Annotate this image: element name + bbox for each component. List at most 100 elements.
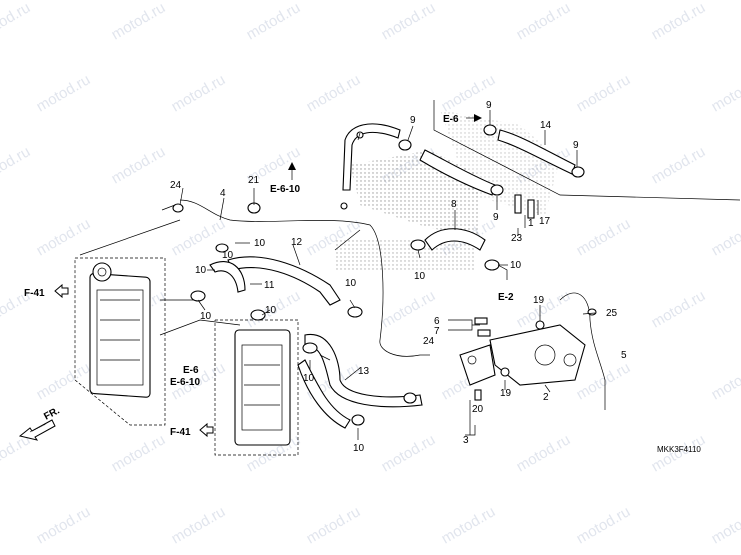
watermark-text: motod.ru <box>709 359 741 403</box>
diagram-code: MKK3F4110 <box>657 445 701 454</box>
clamps <box>172 124 597 426</box>
callout-9b: 9 <box>486 100 492 111</box>
callout-12: 12 <box>291 237 303 248</box>
shading-area-2 <box>440 110 560 215</box>
watermark-text: motod.ru <box>304 503 364 547</box>
watermark-text: motod.ru <box>34 215 94 259</box>
watermark-text: motod.ru <box>169 215 229 259</box>
callout-23: 23 <box>511 233 523 244</box>
watermark-text: motod.ru <box>709 503 741 547</box>
watermark-text: motod.ru <box>244 0 304 43</box>
callout-10f: 10 <box>345 278 357 289</box>
bracket-3 <box>459 344 496 386</box>
watermark-text: motod.ru <box>574 359 634 403</box>
hose-8 <box>424 228 486 251</box>
watermark-text: motod.ru <box>514 0 574 43</box>
callout-10h: 10 <box>414 271 426 282</box>
callout-11: 11 <box>264 280 275 291</box>
top-right-boundary-line <box>433 100 741 201</box>
watermark-text: motod.ru <box>304 71 364 115</box>
watermark-text: motod.ru <box>379 431 439 475</box>
callout-21: 21 <box>248 175 260 186</box>
watermark-text: motod.ru <box>709 71 741 115</box>
ref-f41-top[interactable]: F-41 <box>24 288 45 299</box>
callout-10j: 10 <box>222 250 234 261</box>
e2-leader <box>497 264 508 280</box>
leader-e6 <box>159 319 241 336</box>
watermark-text: motod.ru <box>34 503 94 547</box>
watermark-text: motod.ru <box>0 0 33 43</box>
watermark-text: motod.ru <box>169 503 229 547</box>
watermark-text: motod.ru <box>709 215 741 259</box>
thermostat-housing <box>489 324 586 386</box>
callout-10i: 10 <box>510 260 522 271</box>
callout-25: 25 <box>606 308 618 319</box>
callout-10e: 10 <box>303 373 315 384</box>
ref-e6-mid[interactable]: E-6 <box>183 365 199 376</box>
callout-9a: 9 <box>410 115 416 126</box>
callout-2: 2 <box>543 392 549 403</box>
callout-20: 20 <box>472 404 484 415</box>
watermark-text: motod.ru <box>649 143 709 187</box>
front-direction-label: FR. <box>42 405 62 422</box>
leader-lines <box>79 110 596 440</box>
callout-9d: 9 <box>493 212 499 223</box>
ref-e6-10-mid[interactable]: E-6-10 <box>170 377 200 388</box>
callout-13: 13 <box>358 366 370 377</box>
tube-overflow <box>179 199 421 357</box>
watermark-text: motod.ru <box>379 0 439 43</box>
callout-24b: 24 <box>423 336 435 347</box>
hose-upper <box>419 149 496 196</box>
callout-24a: 24 <box>170 180 182 191</box>
watermark-text: motod.ru <box>649 287 709 331</box>
hose-13 <box>304 334 423 408</box>
watermark-text: motod.ru <box>0 143 33 187</box>
callout-10g: 10 <box>353 443 365 454</box>
callout-19a: 19 <box>533 295 545 306</box>
f41-bottom-arrow-icon <box>199 422 214 438</box>
watermark-text: motod.ru <box>574 71 634 115</box>
callout-17: 17 <box>539 216 551 227</box>
callout-1: 1 <box>528 218 534 229</box>
callout-3: 3 <box>463 435 469 446</box>
watermark-text: motod.ru <box>574 215 634 259</box>
e6-10-top-arrow <box>288 162 296 180</box>
callout-10d: 10 <box>265 305 277 316</box>
watermark-text: motod.ru <box>379 287 439 331</box>
callout-4: 4 <box>220 188 226 199</box>
watermark-text: motod.ru <box>109 431 169 475</box>
callout-14: 14 <box>540 120 552 131</box>
e6-top-arrow <box>466 114 482 122</box>
ref-e6-top[interactable]: E-6 <box>443 114 459 125</box>
callout-10b: 10 <box>195 265 207 276</box>
shading-band <box>335 240 475 270</box>
watermark-text: motod.ru <box>649 0 709 43</box>
callout-7: 7 <box>434 326 440 337</box>
callout-6: 6 <box>434 316 440 327</box>
f41-top-arrow-icon <box>54 283 69 299</box>
hose-13-lower <box>297 359 351 429</box>
reference-labels: F-41 F-41 E-6 E-6-10 E-6 E-6-10 E-2 <box>24 114 514 438</box>
ref-e2[interactable]: E-2 <box>498 292 514 303</box>
watermark-text: motod.ru <box>514 431 574 475</box>
watermark-text: motod.ru <box>169 71 229 115</box>
callout-8: 8 <box>451 199 457 210</box>
callout-19b: 19 <box>500 388 512 399</box>
watermark-text: motod.ru <box>574 503 634 547</box>
hose-11 <box>209 261 246 293</box>
watermark-text: motod.ru <box>439 503 499 547</box>
radiator-middle <box>214 319 299 456</box>
ref-e6-10-top[interactable]: E-6-10 <box>270 184 300 195</box>
callout-10a: 10 <box>254 238 266 249</box>
ref-f41-bottom[interactable]: F-41 <box>170 427 191 438</box>
radiator-left <box>74 257 166 426</box>
callout-labels: 1 2 3 4 5 6 7 8 9 9 9 9 10 10 10 10 10 1… <box>170 100 627 454</box>
hose-12 <box>227 256 341 306</box>
bolts <box>340 131 545 401</box>
watermark-text: motod.ru <box>109 0 169 43</box>
pipe-top <box>342 123 401 191</box>
callout-5: 5 <box>621 350 627 361</box>
watermark-text: motod.ru <box>34 71 94 115</box>
callout-10c: 10 <box>200 311 212 322</box>
